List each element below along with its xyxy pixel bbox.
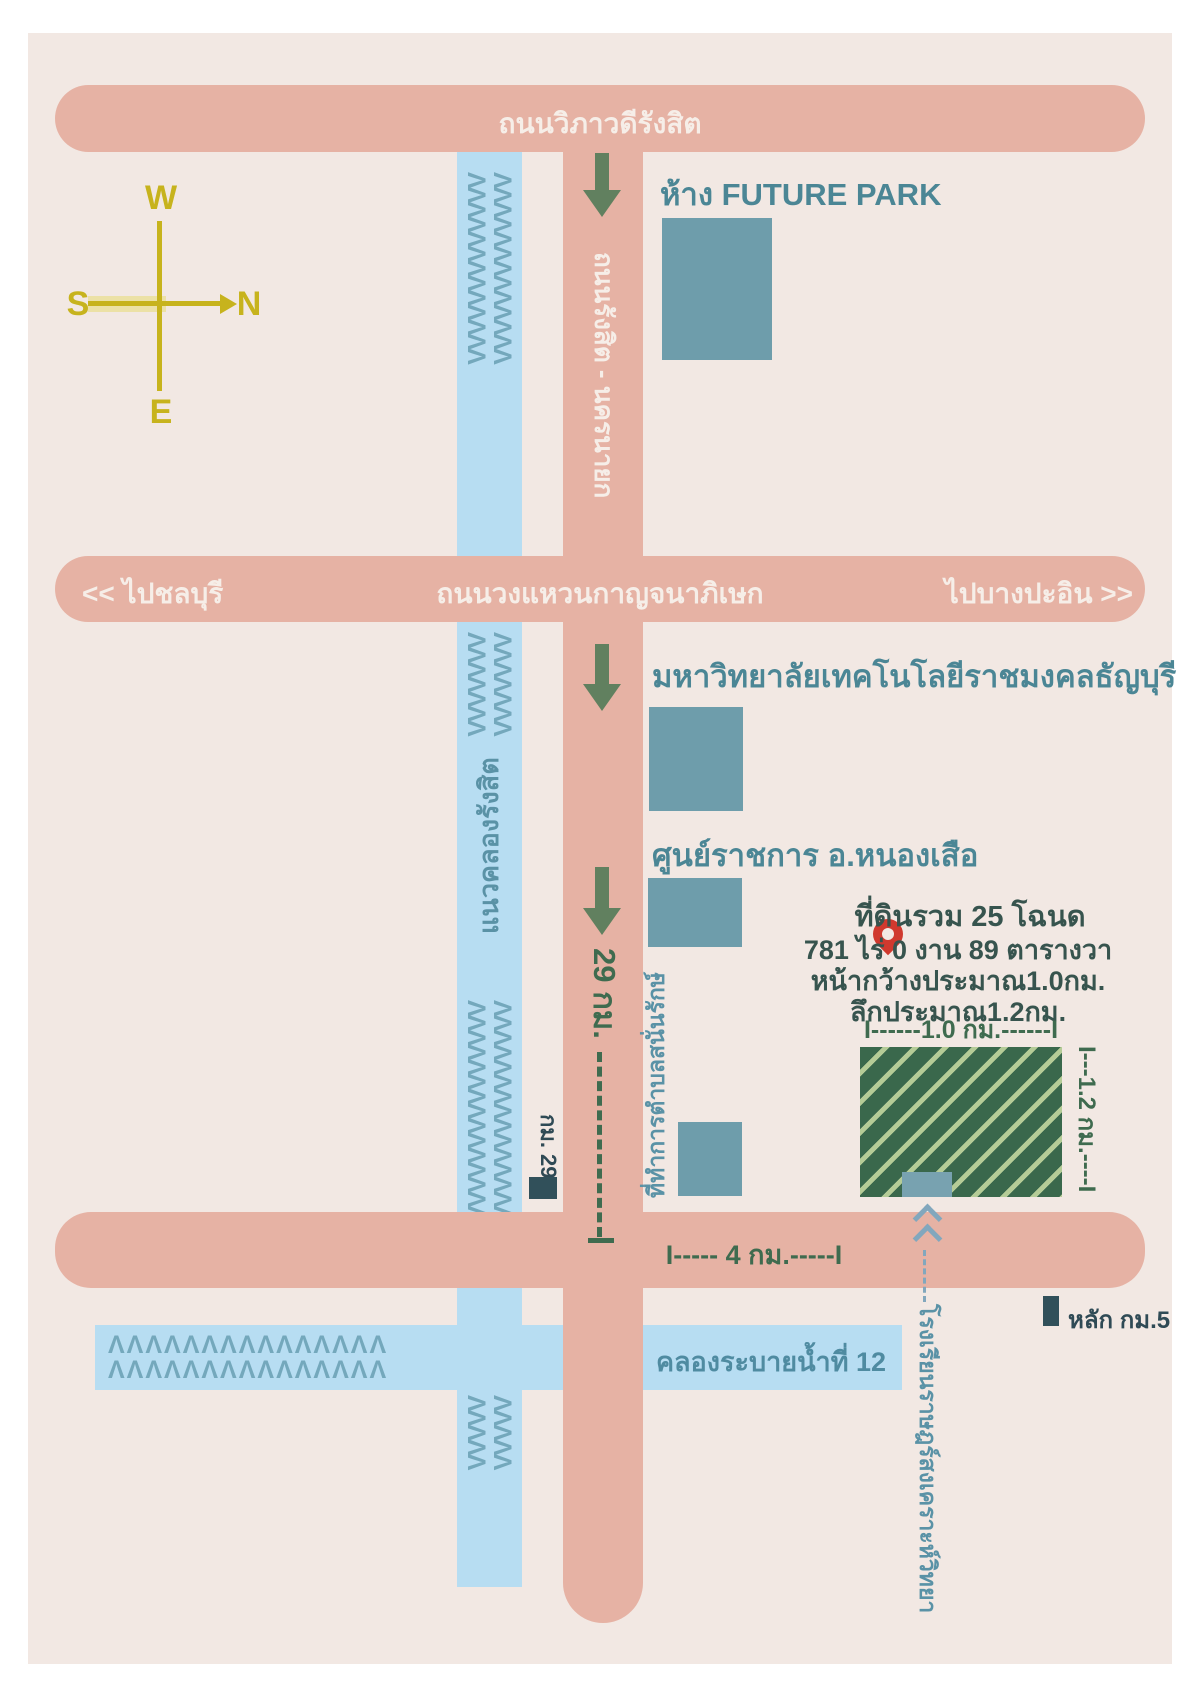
compass-west: W	[144, 179, 178, 217]
down-arrow-icon	[595, 867, 609, 908]
down-arrow-icon	[595, 153, 609, 190]
rangsit-nakhonnayok-road-label: ถนนรังสิต - นครนายก	[589, 252, 619, 499]
future-park-label: ห้าง FUTURE PARK	[660, 177, 942, 212]
compass-arrowhead-icon	[220, 294, 237, 314]
land-area-line: 781 ไร่ 0 งาน 89 ตารางวา	[803, 935, 1113, 965]
vibhavadi-road	[55, 85, 1145, 152]
compass-north: N	[236, 285, 262, 323]
canal-zigzag-pattern: ΛΛΛΛΛΛΛΛΛΛΛΛΛΛΛ	[108, 1331, 389, 1359]
subdistrict-office-building	[678, 1122, 742, 1196]
km29-road-distance-label: 29 กม.	[587, 948, 622, 1039]
canal-zigzag-pattern: ΛΛΛΛΛΛΛ	[462, 632, 490, 735]
kanchanaphisek-road-label: ถนนวงแหวนกาญจนาภิเษก	[436, 578, 764, 609]
drainage-canal-band	[95, 1325, 902, 1390]
plot-depth-dimension: I---1.2 กม.----I	[1073, 1046, 1100, 1193]
rangsit-canal-label: แนวคลองรังสิต	[474, 757, 504, 934]
map-canvas: ΛΛΛΛΛΛΛΛΛΛΛΛΛ ΛΛΛΛΛΛΛΛΛΛΛΛΛ ΛΛΛΛΛΛΛ ΛΛΛΛ…	[28, 33, 1176, 1664]
compass-vertical-line	[157, 221, 162, 391]
canal-zigzag-pattern: ΛΛΛΛΛΛΛ	[488, 632, 516, 735]
school-dashed-line	[923, 1250, 926, 1302]
land-depth-line: ลึกประมาณ1.2กม.	[849, 997, 1067, 1027]
km4-distance-label: I----- 4 กม.-----I	[665, 1240, 843, 1270]
gov-center-building	[648, 878, 742, 947]
plot-entrance-building	[902, 1172, 952, 1197]
university-building	[649, 707, 743, 811]
subdistrict-office-label: ที่ทำการตำบลสนั่นรักษ์	[643, 972, 669, 1198]
school-label: โรงเรียนราษฎร์สงเคราะห์วิทยา	[915, 1304, 941, 1614]
land-width-line: หน้ากว้างประมาณ1.0กม.	[810, 966, 1106, 996]
to-chonburi-label: << ไปชลบุรี	[82, 578, 224, 609]
to-bang-pa-in-label: ไปบางปะอิน >>	[944, 578, 1133, 609]
compass-horizontal-line	[88, 301, 220, 306]
km29-post-label: กม. 29	[536, 1114, 561, 1179]
vibhavadi-road-label: ถนนวิภาวดีรังสิต	[498, 108, 702, 139]
gov-center-label: ศูนย์ราชการ อ.หนองเสือ	[652, 838, 979, 873]
canal-zigzag-pattern: ΛΛΛΛΛΛΛΛΛΛΛΛΛΛΛ	[488, 1000, 516, 1221]
compass-east: E	[149, 393, 173, 431]
plot-width-dimension: I------1.0 กม.------I	[863, 1016, 1059, 1044]
university-label: มหาวิทยาลัยเทคโนโลยีราชมงคลธัญบุรี	[652, 659, 1177, 694]
km5-post-marker	[1043, 1296, 1059, 1326]
land-title: ที่ดินรวม 25 โฉนด	[854, 901, 1086, 933]
canal-zigzag-pattern: ΛΛΛΛΛΛΛΛΛΛΛΛΛ	[488, 172, 516, 363]
km29-dashed-line	[597, 1052, 602, 1237]
future-park-building	[662, 218, 772, 360]
down-arrow-icon	[595, 644, 609, 684]
canal-zigzag-pattern: ΛΛΛΛΛΛΛΛΛΛΛΛΛ	[462, 172, 490, 363]
compass-south: S	[66, 285, 90, 323]
canal-zigzag-pattern: ΛΛΛΛΛΛΛΛΛΛΛΛΛΛΛ	[462, 1000, 490, 1221]
kanchanaphisek-road	[55, 556, 1145, 622]
drainage-canal-label: คลองระบายน้ำที่ 12	[655, 1347, 887, 1377]
km29-post-marker	[529, 1177, 557, 1199]
canal-zigzag-pattern: ΛΛΛΛΛ	[462, 1395, 490, 1469]
km5-post-label: หลัก กม.5	[1068, 1307, 1171, 1334]
km29-tick	[588, 1238, 614, 1243]
land-plot	[860, 1047, 1062, 1197]
canal-zigzag-pattern: ΛΛΛΛΛΛΛΛΛΛΛΛΛΛΛ	[108, 1356, 389, 1384]
canal-zigzag-pattern: ΛΛΛΛΛ	[488, 1395, 516, 1469]
